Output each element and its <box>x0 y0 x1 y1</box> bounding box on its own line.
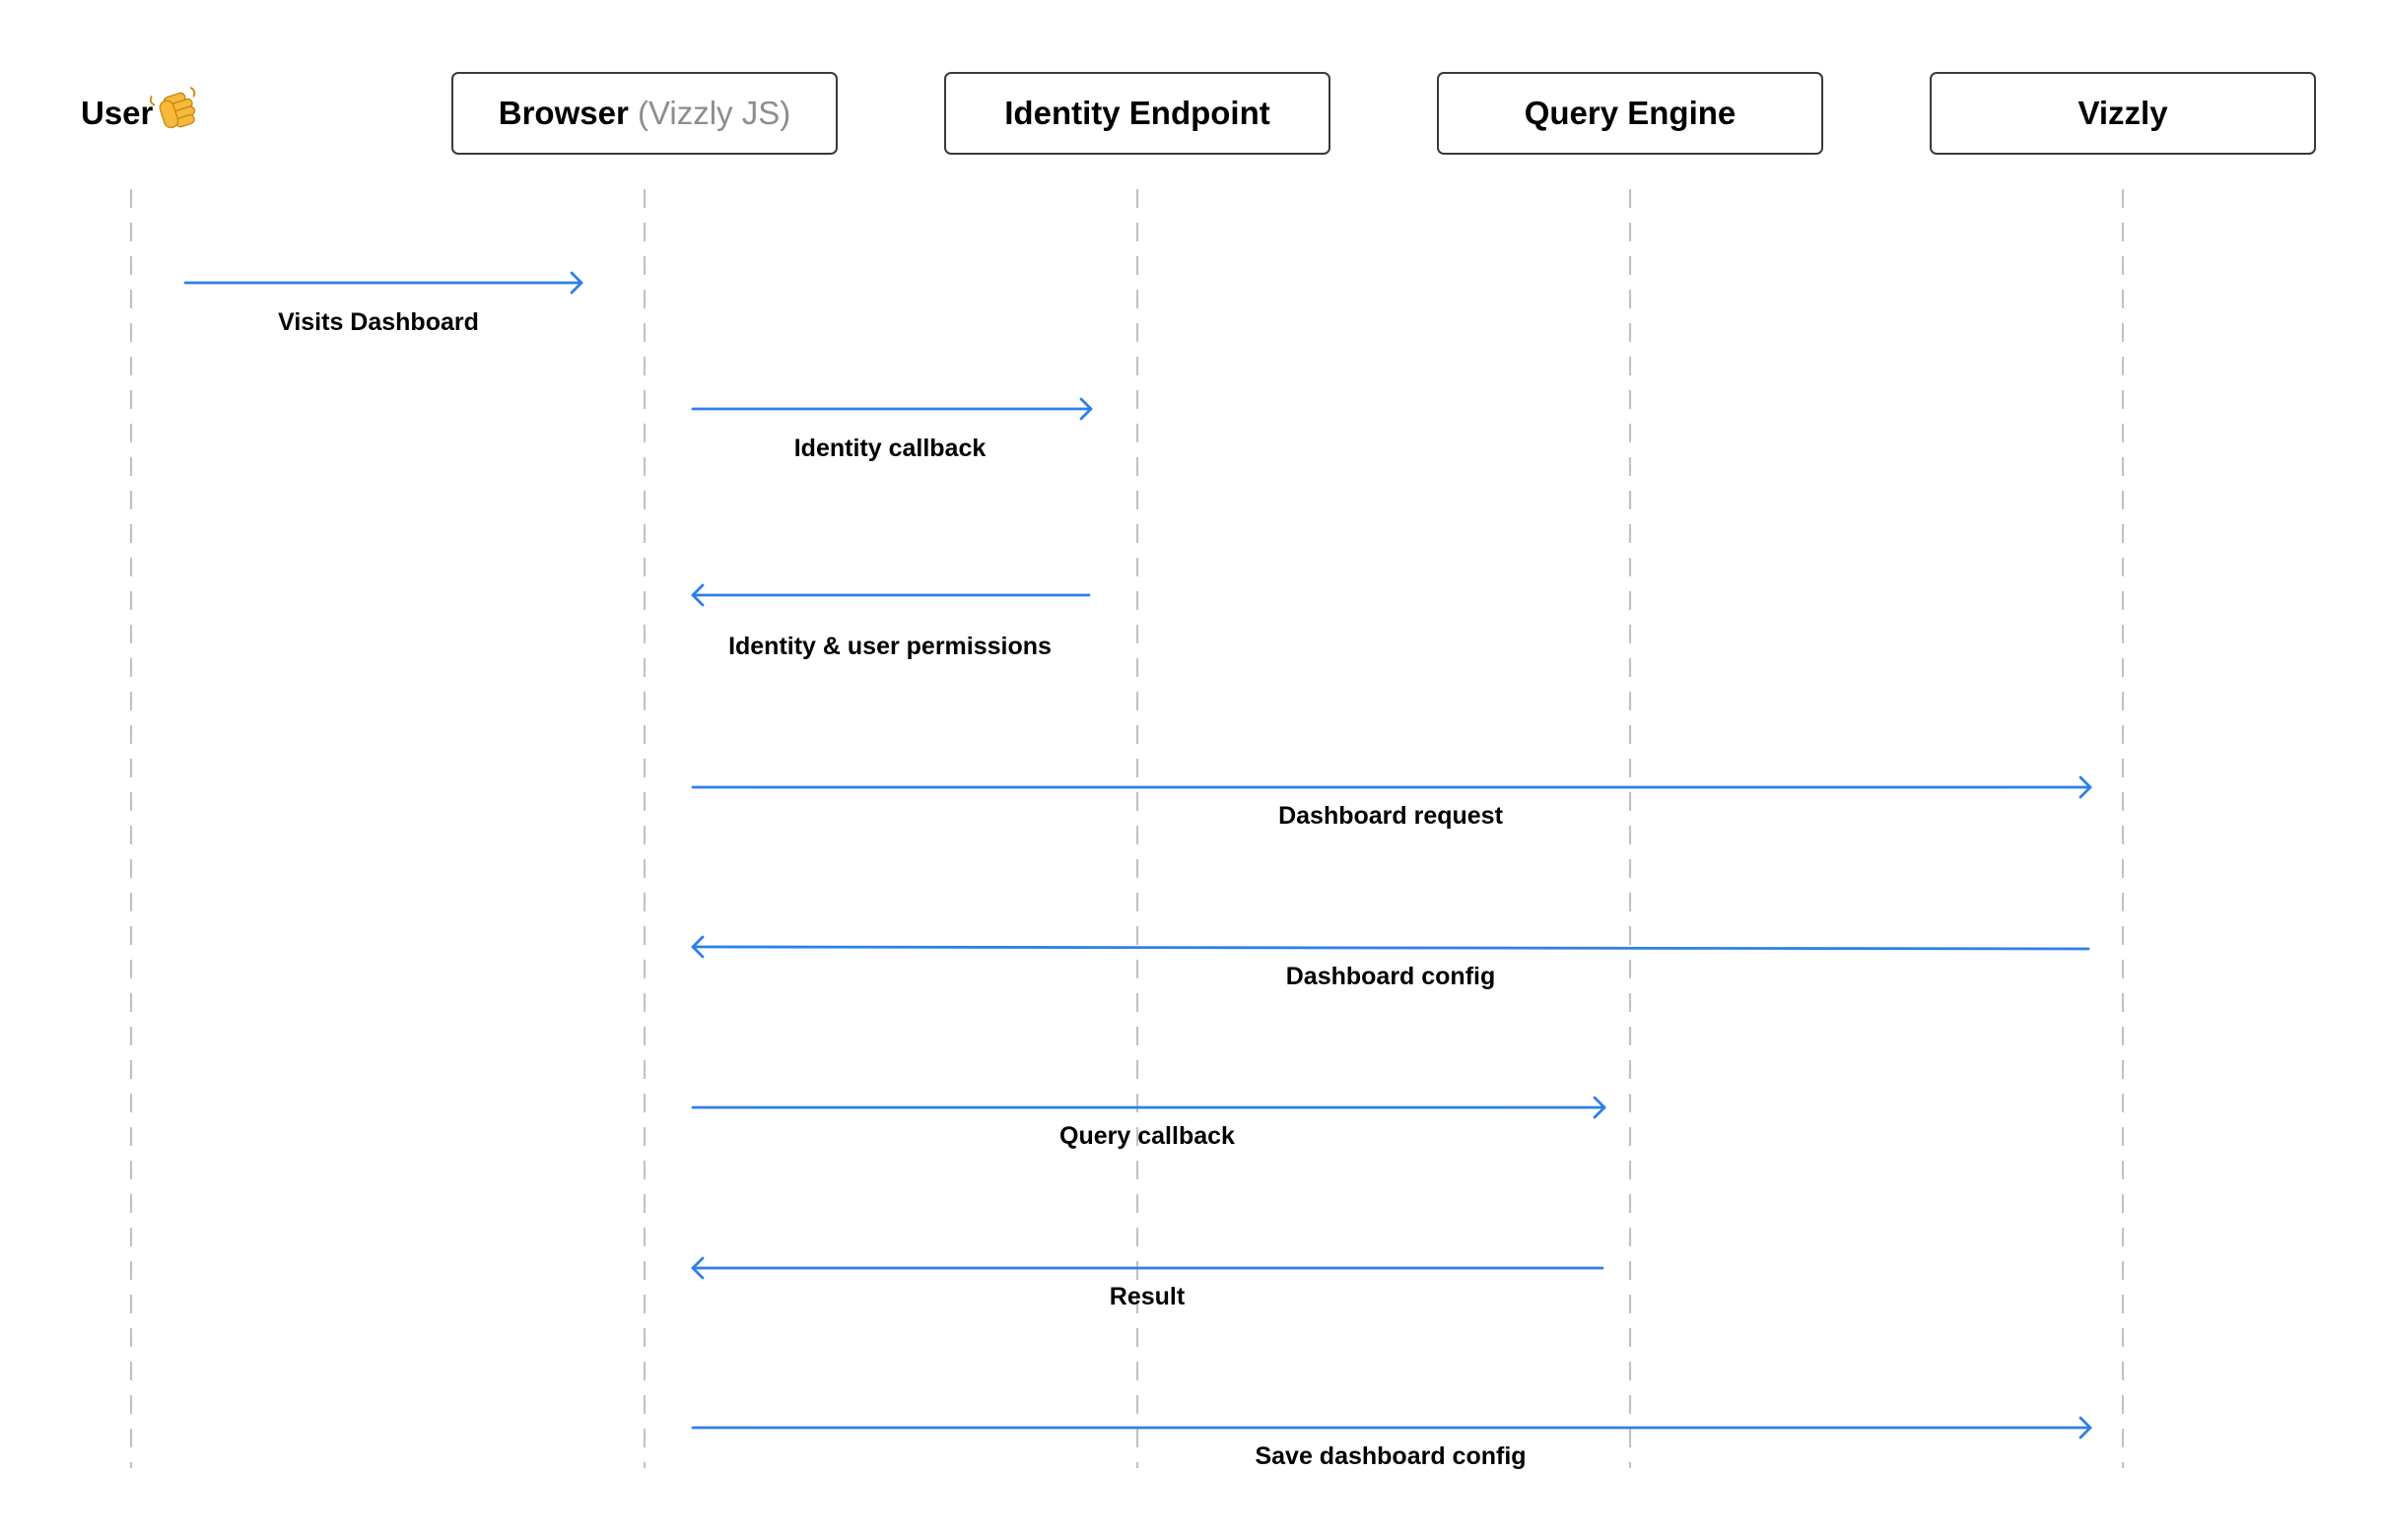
message-label: Identity callback <box>794 435 987 462</box>
participant-identity-endpoint-box <box>944 72 1330 155</box>
participant-browser-name: Browser <box>499 95 629 131</box>
arrow-head-right-icon <box>2078 1416 2092 1440</box>
participant-vizzly-box <box>1930 72 2316 155</box>
participant-identity-endpoint: Identity Endpoint <box>944 72 1330 155</box>
participant-browser: Browser (Vizzly JS) <box>451 72 838 155</box>
participant-vizzly: Vizzly <box>1930 72 2316 155</box>
participant-identity-endpoint-label: Identity Endpoint <box>1004 95 1269 131</box>
message-identity-user-permissions: Identity & user permissions <box>691 583 1091 660</box>
participant-user: User <box>81 87 196 131</box>
participant-user-label: User <box>81 95 154 131</box>
message-label: Save dashboard config <box>1255 1442 1526 1470</box>
arrow-head-left-icon <box>691 935 705 959</box>
arrow-head-right-icon <box>2078 775 2092 799</box>
message-query-callback: Query callback <box>691 1096 1606 1150</box>
message-save-dashboard-config: Save dashboard config <box>691 1416 2092 1470</box>
message-result: Result <box>691 1256 1604 1310</box>
message-identity-callback: Identity callback <box>691 397 1093 462</box>
participant-vizzly-label: Vizzly <box>2078 95 2168 131</box>
arrow-head-left-icon <box>691 583 705 607</box>
arrow-head-right-icon <box>1593 1096 1606 1119</box>
message-label: Dashboard request <box>1278 802 1504 830</box>
participant-query-engine-box <box>1437 72 1823 155</box>
arrow-head-left-icon <box>691 1256 705 1280</box>
arrow-line <box>691 945 2090 951</box>
arrow-head-right-icon <box>1079 397 1093 421</box>
message-label: Query callback <box>1059 1122 1235 1150</box>
message-label: Result <box>1110 1283 1186 1310</box>
message-label: Dashboard config <box>1286 963 1496 990</box>
message-visits-dashboard: Visits Dashboard <box>183 271 583 336</box>
participant-query-engine: Query Engine <box>1437 72 1823 155</box>
message-dashboard-request: Dashboard request <box>691 775 2092 830</box>
waving-hand-icon <box>149 87 196 129</box>
participant-query-engine-label: Query Engine <box>1525 95 1737 131</box>
participant-browser-sublabel: (Vizzly JS) <box>638 95 790 131</box>
participant-browser-label: Browser (Vizzly JS) <box>499 95 790 131</box>
message-label: Visits Dashboard <box>278 308 479 336</box>
message-label: Identity & user permissions <box>728 633 1052 660</box>
message-dashboard-config: Dashboard config <box>691 935 2090 990</box>
arrow-head-right-icon <box>570 271 583 295</box>
participant-browser-box <box>451 72 838 155</box>
